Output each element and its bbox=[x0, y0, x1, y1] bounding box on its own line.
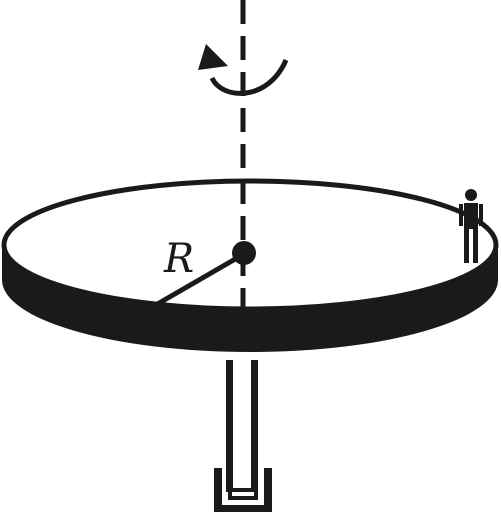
radius-line bbox=[126, 251, 246, 324]
disk-rim bbox=[2, 245, 498, 352]
radius-label: R bbox=[163, 236, 194, 282]
support-shaft bbox=[226, 360, 258, 492]
person-figure-icon bbox=[459, 189, 483, 263]
base-bracket bbox=[214, 468, 272, 512]
curved-arrow-icon bbox=[198, 44, 289, 96]
